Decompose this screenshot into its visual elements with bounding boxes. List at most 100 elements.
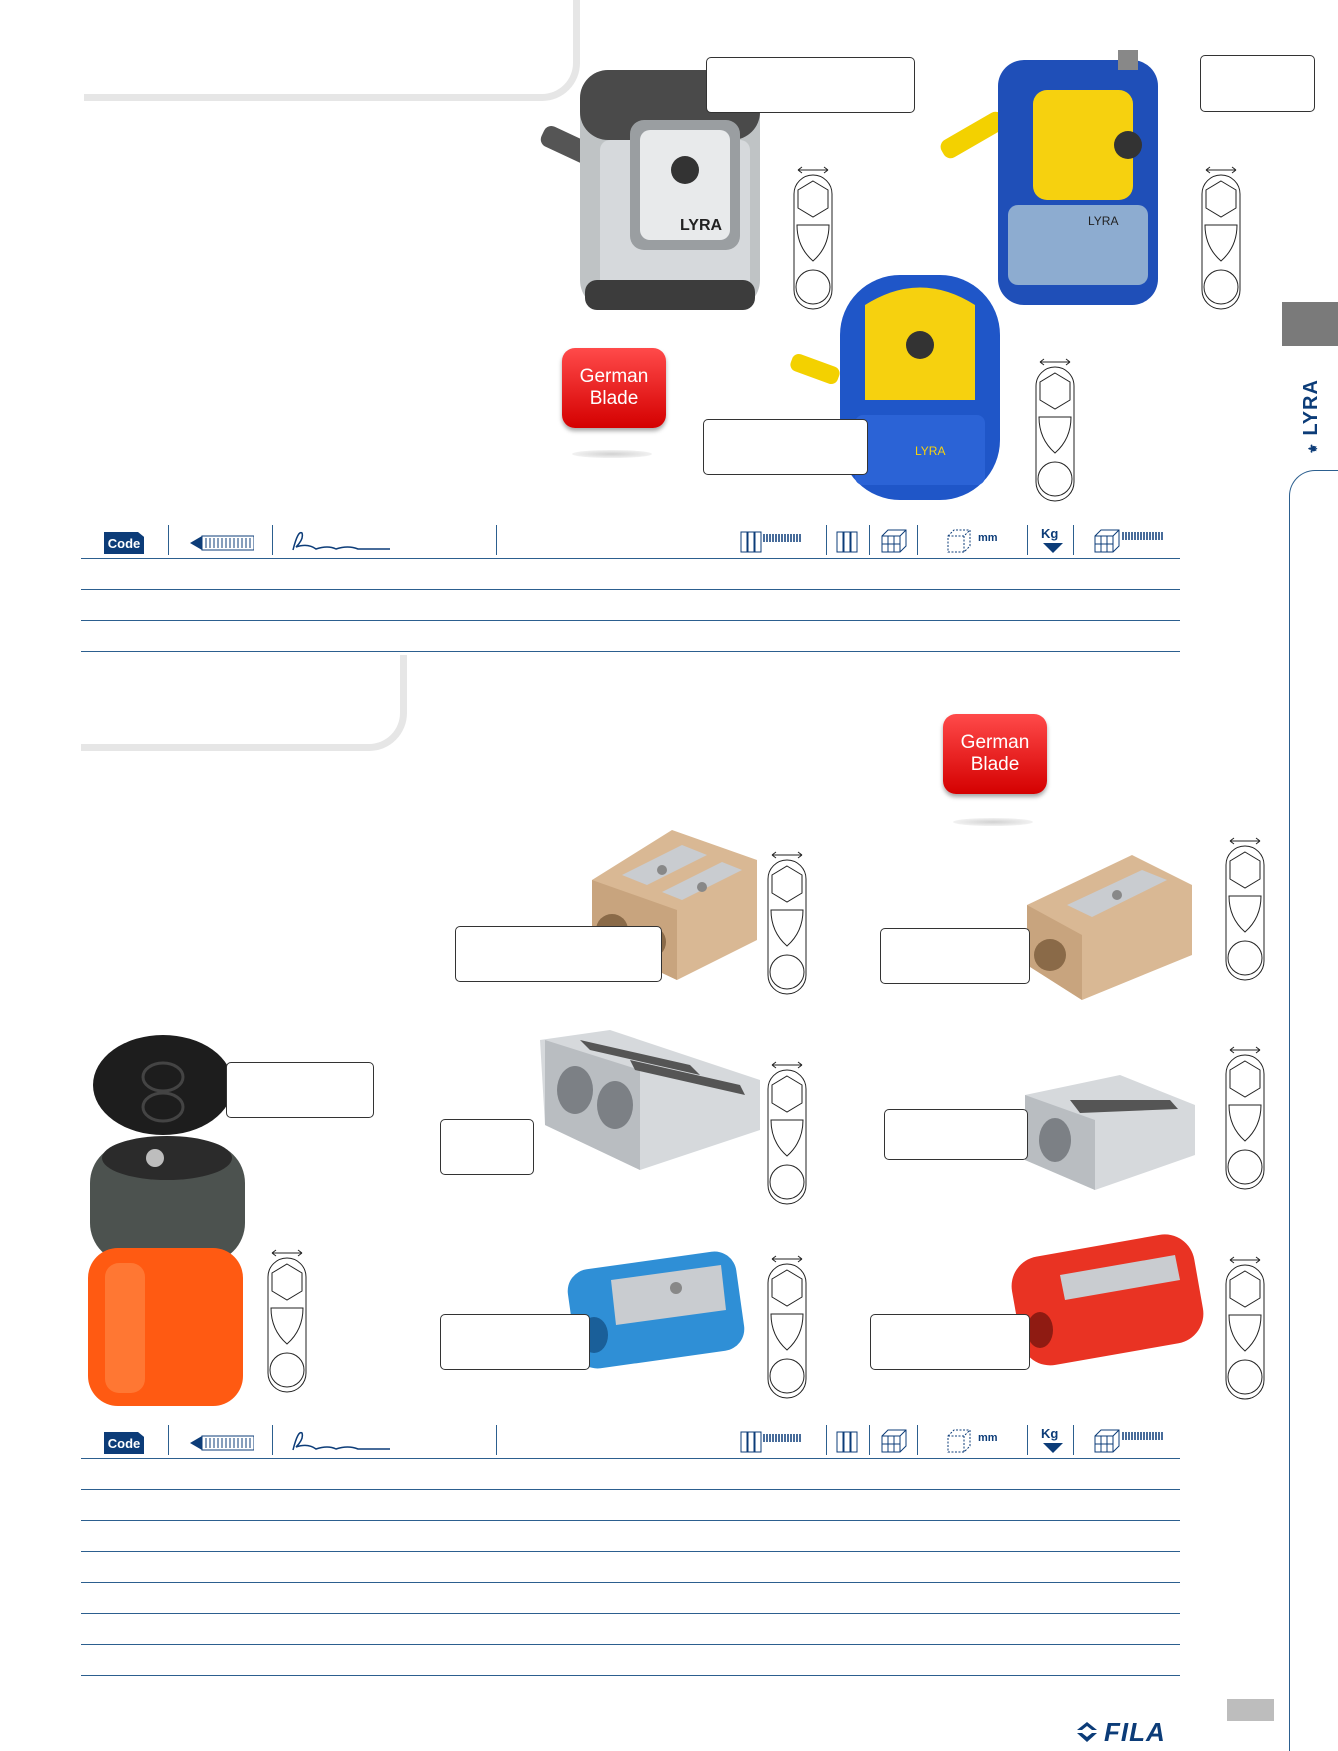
vsep-1d bbox=[826, 525, 827, 555]
table-2-rule-4 bbox=[81, 1551, 1180, 1552]
carton-icon-1 bbox=[880, 528, 908, 554]
code-header-icon-1: Code bbox=[104, 532, 144, 554]
vsep-2d bbox=[826, 1425, 827, 1455]
weight-arrow-icon-1 bbox=[1043, 543, 1063, 553]
german-blade-line1: German bbox=[579, 366, 649, 387]
table-1-rule-2 bbox=[81, 589, 1180, 590]
signature-icon-1 bbox=[288, 525, 393, 557]
table-1-rule-4 bbox=[81, 651, 1180, 652]
table-2-rule-3 bbox=[81, 1520, 1180, 1521]
callout-box-9 bbox=[440, 1314, 590, 1370]
page-number-block bbox=[1227, 1699, 1274, 1721]
table-2-rule-6 bbox=[81, 1613, 1180, 1614]
callout-box-10 bbox=[870, 1314, 1030, 1370]
table-1-rule-3 bbox=[81, 620, 1180, 621]
carton-icon-2 bbox=[880, 1428, 908, 1454]
pencil-shapes-icon-5 bbox=[1224, 834, 1266, 982]
mm-label-1: mm bbox=[978, 532, 998, 544]
callout-box-6 bbox=[226, 1062, 374, 1118]
desk-sharpener-blue-image: LYRA bbox=[780, 265, 1020, 505]
desk-sharpener-blue-yellow-image: LYRA bbox=[938, 45, 1188, 305]
section-2-header-tab bbox=[81, 655, 407, 751]
lyra-mark-3: LYRA bbox=[915, 444, 945, 458]
vsep-2h bbox=[1073, 1425, 1074, 1455]
desk-sharpener-chrome-image: LYRA bbox=[540, 50, 790, 320]
pencil-shapes-icon-8 bbox=[1224, 1043, 1266, 1191]
pallet-icon-1 bbox=[1093, 528, 1165, 554]
vsep-1a bbox=[168, 525, 169, 555]
table-2-rule-5 bbox=[81, 1582, 1180, 1583]
vsep-1c bbox=[496, 525, 497, 555]
side-tab-block bbox=[1282, 302, 1338, 346]
metal-single-sharpener-image bbox=[1020, 1075, 1195, 1190]
metal-double-sharpener-image bbox=[540, 1030, 765, 1170]
callout-box-3 bbox=[703, 419, 868, 475]
mm-label-2: mm bbox=[978, 1432, 998, 1444]
canister-sharpener-image bbox=[85, 1033, 255, 1408]
pencil-shapes-icon-3 bbox=[1034, 355, 1076, 503]
signature-icon-2 bbox=[288, 1425, 393, 1457]
callout-box-2 bbox=[1200, 55, 1315, 112]
table-2-rule-8 bbox=[81, 1675, 1180, 1676]
side-brand-logo: ⚜ LYRA bbox=[1296, 358, 1326, 458]
kg-label-2: Kg bbox=[1041, 1426, 1059, 1441]
german-blade-badge-1: German Blade bbox=[562, 348, 666, 428]
badge-shadow-2 bbox=[953, 818, 1033, 826]
vsep-1f bbox=[917, 525, 918, 555]
table-2-rule-1 bbox=[81, 1458, 1180, 1459]
callout-box-7 bbox=[440, 1119, 534, 1175]
callout-box-5 bbox=[880, 928, 1030, 984]
weight-arrow-icon-2 bbox=[1043, 1443, 1063, 1453]
lyra-mark-1: LYRA bbox=[680, 217, 723, 234]
pencil-shapes-icon-6 bbox=[266, 1246, 308, 1394]
german-blade-badge-2: German Blade bbox=[943, 714, 1047, 794]
pencil-length-icon-1 bbox=[190, 535, 254, 551]
vsep-2c bbox=[496, 1425, 497, 1455]
pencil-shapes-icon-7 bbox=[766, 1058, 808, 1206]
vsep-1h bbox=[1073, 525, 1074, 555]
callout-box-8 bbox=[884, 1109, 1028, 1160]
box-pack-icon-2 bbox=[740, 1430, 804, 1454]
fila-logo: FILA bbox=[1076, 1716, 1166, 1747]
callout-box-4 bbox=[455, 926, 662, 982]
inner-box-icon-2 bbox=[836, 1430, 860, 1454]
german-blade-line2-2: Blade bbox=[970, 754, 1020, 775]
pencil-shapes-icon-2 bbox=[1200, 163, 1242, 311]
german-blade-line1-2: German bbox=[960, 732, 1030, 753]
side-brand-mark-icon: ⚜ bbox=[1306, 442, 1320, 454]
side-brand-text: LYRA bbox=[1300, 379, 1322, 436]
pallet-icon-2 bbox=[1093, 1428, 1165, 1454]
pencil-length-icon-2 bbox=[190, 1435, 254, 1451]
badge-shadow-1 bbox=[572, 450, 652, 458]
vsep-1e bbox=[869, 525, 870, 555]
fila-text: FILA bbox=[1104, 1716, 1166, 1747]
side-tab-outline bbox=[1289, 470, 1338, 1751]
pencil-shapes-icon-4 bbox=[766, 848, 808, 996]
box-pack-icon-1 bbox=[740, 530, 804, 554]
table-2-rule-2 bbox=[81, 1489, 1180, 1490]
code-header-icon-2: Code bbox=[104, 1432, 144, 1454]
vsep-1g bbox=[1027, 525, 1028, 555]
pencil-shapes-icon-9 bbox=[766, 1252, 808, 1400]
vsep-2f bbox=[917, 1425, 918, 1455]
dimensions-icon-1 bbox=[946, 528, 976, 554]
table-2-rule-7 bbox=[81, 1644, 1180, 1645]
vsep-2e bbox=[869, 1425, 870, 1455]
vsep-2g bbox=[1027, 1425, 1028, 1455]
pencil-shapes-icon-1 bbox=[792, 163, 834, 311]
inner-box-icon-1 bbox=[836, 530, 860, 554]
dimensions-icon-2 bbox=[946, 1428, 976, 1454]
table-1-rule-1 bbox=[81, 558, 1180, 559]
pencil-shapes-icon-10 bbox=[1224, 1253, 1266, 1401]
vsep-2b bbox=[272, 1425, 273, 1455]
red-plastic-sharpener-image bbox=[1010, 1225, 1205, 1375]
blue-plastic-sharpener-image bbox=[566, 1240, 746, 1370]
vsep-2a bbox=[168, 1425, 169, 1455]
wooden-single-sharpener-image bbox=[1022, 855, 1192, 1000]
german-blade-line2: Blade bbox=[589, 388, 639, 409]
lyra-mark-2: LYRA bbox=[1088, 214, 1118, 228]
callout-box-1 bbox=[706, 57, 915, 113]
section-1-header-tab bbox=[84, 0, 580, 101]
vsep-1b bbox=[272, 525, 273, 555]
kg-label-1: Kg bbox=[1041, 526, 1059, 541]
